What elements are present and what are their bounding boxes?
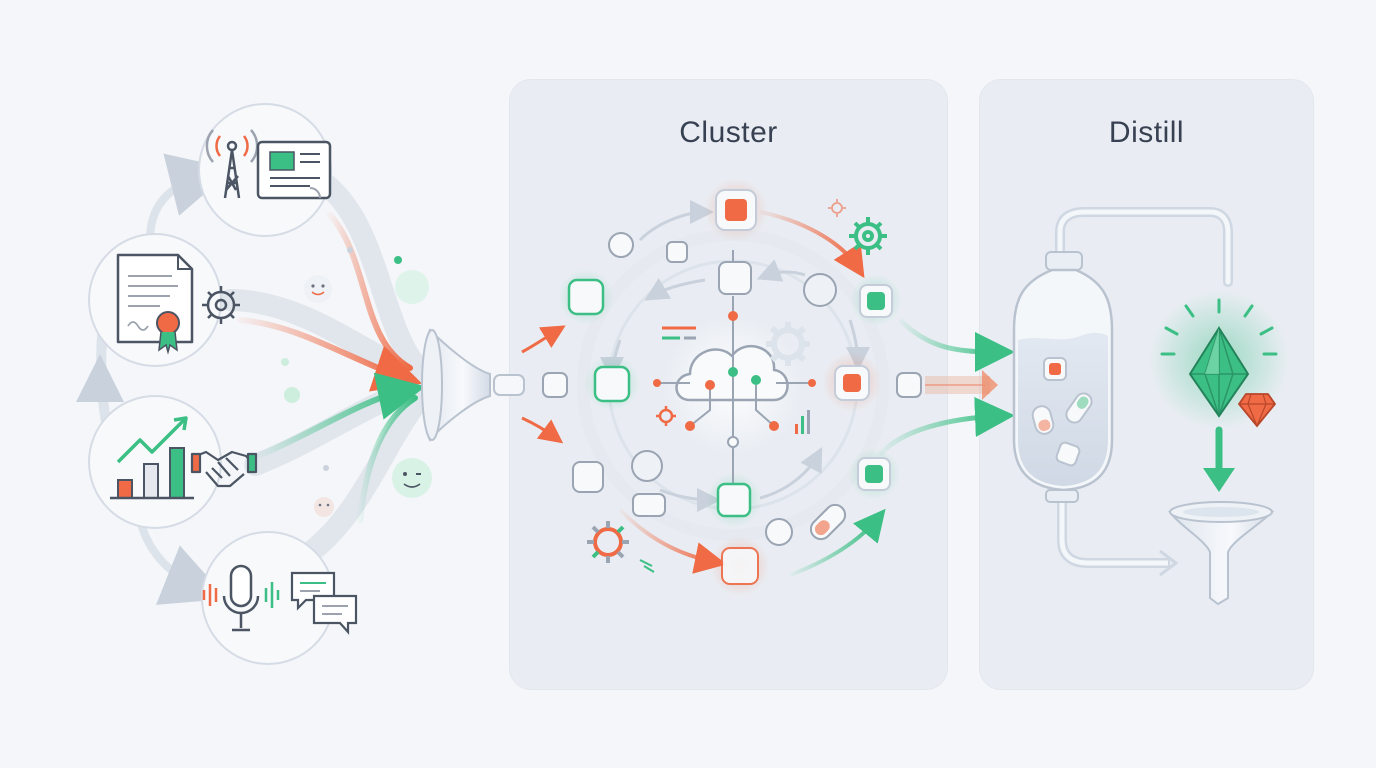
source-loop-arc (136, 516, 228, 605)
pipe-arrow (1159, 549, 1179, 577)
green-flow-arrow (257, 372, 426, 458)
gear-icon (587, 521, 629, 563)
orange-flow-arrow (521, 416, 564, 444)
floating-dot (395, 270, 429, 304)
ring-arrow (759, 447, 823, 500)
cloud-network-icon (653, 250, 816, 485)
distill-title: Distill (1108, 116, 1185, 149)
ring-arrow (638, 200, 714, 242)
green-flow-arrow (789, 508, 886, 577)
gear-icon (849, 217, 887, 255)
cluster-node (542, 372, 568, 398)
orange-arrowhead (982, 370, 998, 400)
intake-funnel-icon (421, 328, 525, 442)
chat-bubbles-icon (290, 571, 358, 635)
ruby-gem-icon (1238, 393, 1276, 428)
green-flow (357, 395, 418, 523)
growth-chart-icon (110, 416, 194, 500)
handshake-icon (190, 450, 258, 488)
floating-face-icon (392, 458, 432, 498)
cluster-node (572, 461, 604, 493)
floating-dot (323, 465, 329, 471)
cluster-group (521, 178, 1015, 596)
floating-face-icon (304, 275, 332, 303)
cluster-node (718, 261, 752, 295)
distill-group (1012, 207, 1289, 606)
green-flow-arrow (878, 397, 1015, 457)
gem-rays (1160, 298, 1278, 356)
spark-lines (639, 559, 655, 573)
ring-arrow (644, 277, 706, 301)
cluster-node (721, 547, 759, 585)
floating-dot (347, 247, 353, 253)
ring-arrow (756, 259, 806, 282)
source-business-data (88, 395, 258, 529)
cluster-title: Cluster (679, 116, 778, 149)
cluster-node (716, 482, 752, 518)
distill-pipe (1057, 498, 1170, 568)
source-conversations (201, 531, 358, 665)
cluster-node (859, 284, 893, 318)
emerald-gem-icon (1189, 325, 1249, 419)
floating-face-icon (314, 497, 334, 517)
source-documents (88, 233, 240, 367)
green-flow-arrow (898, 318, 1015, 372)
cluster-node (631, 450, 663, 482)
cluster-node (632, 493, 666, 517)
cluster-node (567, 278, 605, 316)
cluster-node (593, 365, 631, 403)
distill-pipe (1055, 207, 1233, 287)
cluster-node (834, 365, 870, 401)
gear-icon (828, 199, 846, 217)
sources-group (76, 103, 525, 665)
floating-dot (281, 358, 289, 366)
orange-flow-arrow (618, 508, 727, 574)
gear-icon (202, 286, 240, 324)
distill-flask (1012, 251, 1114, 503)
cluster-node (896, 372, 922, 398)
cluster-node (666, 241, 688, 263)
radio-tower-icon (205, 129, 259, 199)
orange-flow-arrow (759, 210, 865, 279)
cluster-node (857, 457, 891, 491)
floating-dot (394, 256, 402, 264)
source-broadcast-news (198, 103, 332, 237)
certificate-document-icon (116, 253, 194, 355)
floating-dot (284, 387, 300, 403)
microphone-icon (202, 564, 280, 632)
ring-arrow (659, 487, 721, 512)
output-funnel-icon (1168, 501, 1275, 606)
cluster-capsule (809, 503, 847, 541)
distill-pipe-inner (1059, 498, 1168, 566)
distill-pipe-inner (1057, 209, 1231, 285)
gear-icon (766, 322, 810, 366)
cluster-node (765, 518, 793, 546)
gear-icon (656, 406, 676, 426)
cluster-node (715, 189, 757, 231)
cluster-node (803, 273, 837, 307)
orange-flow-arrow (237, 317, 423, 392)
newspaper-icon (256, 140, 332, 200)
orange-flow-arrow (521, 325, 566, 354)
down-arrowhead (1203, 468, 1235, 492)
cluster-node (608, 232, 634, 258)
